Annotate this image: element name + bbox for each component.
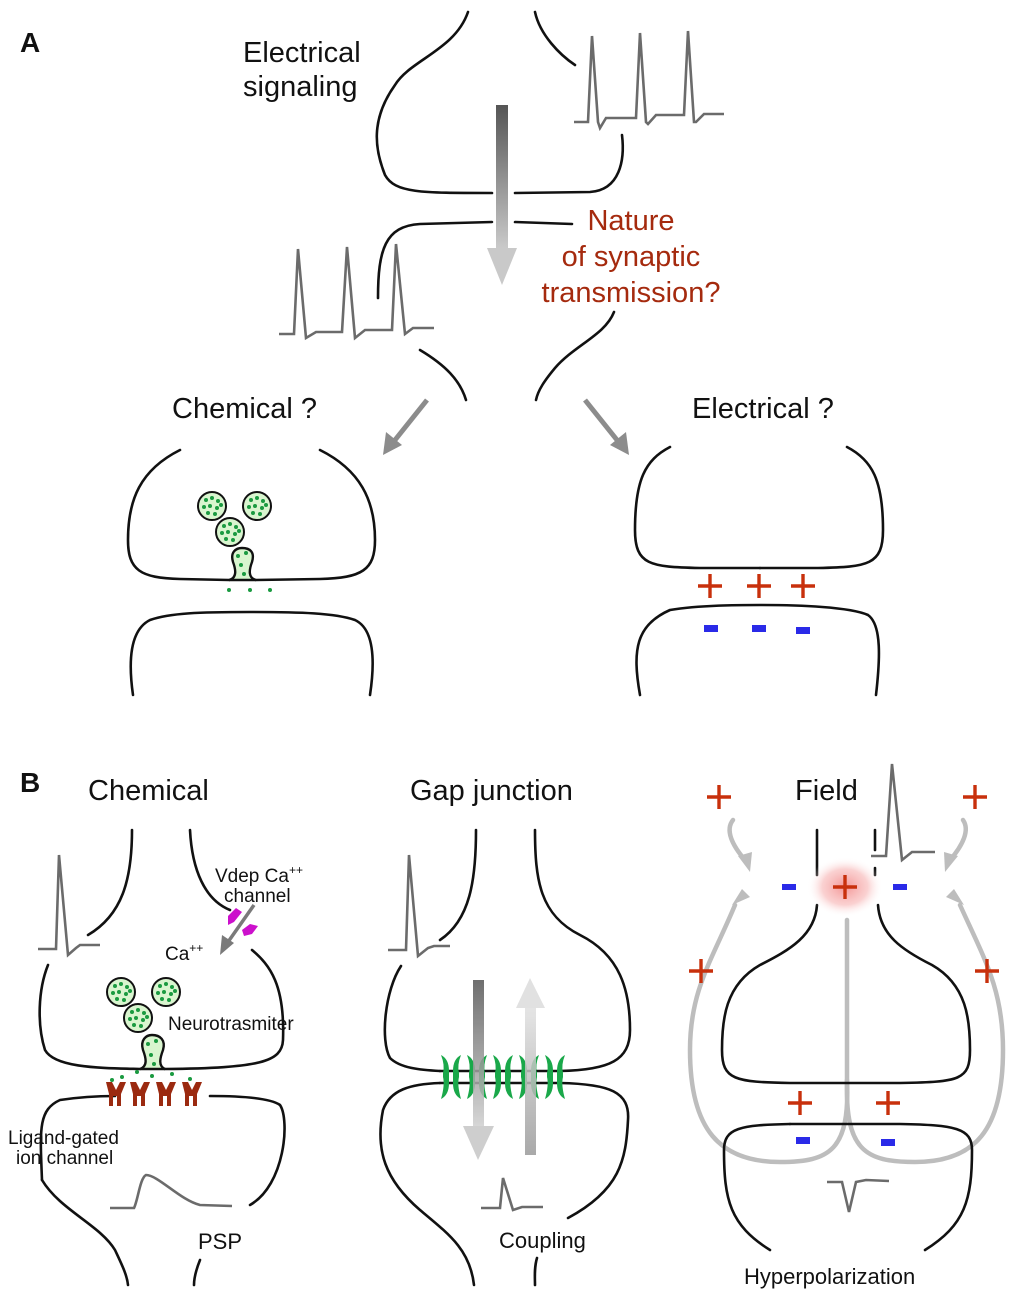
electrical-signaling-line1: Electrical: [243, 37, 361, 69]
action-potential-chemical: [38, 854, 100, 958]
signal-flow-arrow: [487, 105, 517, 285]
field-arrowheads: [732, 852, 964, 905]
question-line1: Nature: [587, 205, 674, 237]
coupling-label: Coupling: [499, 1228, 586, 1253]
electrical-signaling-line2: signaling: [243, 71, 357, 103]
gap-junction-title: Gap junction: [410, 775, 573, 807]
psp-trace: [110, 1173, 233, 1210]
psp-label: PSP: [198, 1229, 242, 1254]
action-potential-field: [871, 763, 935, 863]
vesicle: [106, 977, 136, 1007]
coupling-arrow-up: [516, 978, 545, 1155]
postsynaptic-lower-right: [534, 310, 616, 402]
presynaptic-membrane-right: [533, 10, 577, 67]
field-minus-right: [893, 884, 907, 890]
ligand-gated-label-line1: Ligand-gated: [8, 1128, 119, 1149]
negative-charges: [704, 625, 810, 634]
spike-train-bottom: [279, 243, 434, 341]
arrow-to-chemical: [383, 398, 429, 455]
positive-charges: [698, 574, 815, 598]
chemical-synapse-b: [38, 828, 286, 1287]
vdep-ca-label: Vdep Ca++: [215, 863, 303, 887]
coupling-trace: [481, 1177, 543, 1212]
electrical-synapse-a: [633, 445, 885, 697]
hyperpolarization-trace: [827, 1178, 890, 1213]
question-line2: of synaptic: [562, 241, 701, 273]
presynaptic-membrane-right-lower: [513, 133, 625, 195]
electrical-question-label: Electrical ?: [692, 393, 834, 425]
field-minus-lower-right: [881, 1139, 895, 1146]
gap-junction-synapse: [379, 828, 632, 1287]
chemical-synapse-a: [126, 448, 377, 697]
ligand-gated-channels: [106, 1082, 202, 1106]
field-minus-left: [782, 884, 796, 890]
panel-a-letter: A: [20, 27, 40, 58]
panel-b-letter: B: [20, 767, 40, 798]
ligand-gated-label-line2: ion channel: [16, 1148, 113, 1169]
vesicle: [215, 517, 245, 547]
electrical-signaling-label: Electrical signaling: [243, 37, 361, 103]
arrow-to-electrical: [583, 398, 629, 455]
action-potential-gap: [388, 854, 450, 959]
vesicle: [242, 491, 272, 521]
chemical-question-label: Chemical ?: [172, 393, 317, 425]
vdep-ca-channel-icon: [228, 908, 258, 936]
hyperpolarization-label: Hyperpolarization: [744, 1264, 915, 1289]
presynaptic-membrane-left: [375, 10, 494, 195]
postsynaptic-membrane-left: [376, 220, 494, 300]
vesicle: [151, 977, 181, 1007]
chemical-title: Chemical: [88, 775, 209, 807]
postsynaptic-lower-left: [418, 348, 468, 402]
nature-question: Nature of synaptic transmission?: [542, 205, 721, 309]
spike-train-top: [574, 30, 724, 132]
vesicle: [123, 1003, 153, 1033]
ca-label: Ca++: [165, 941, 203, 965]
question-line3: transmission?: [542, 277, 721, 309]
vesicle: [197, 491, 227, 521]
field-title: Field: [795, 775, 858, 807]
vdep-channel-label: channel: [224, 886, 291, 907]
field-center-plus: [833, 875, 857, 899]
ca-influx-arrow: [220, 903, 256, 955]
neurotransmitter-label: Neurotrasmiter: [168, 1014, 294, 1035]
field-minus-lower-left: [796, 1137, 810, 1144]
field-synapse: [720, 828, 974, 1252]
coupling-arrow-down: [463, 980, 494, 1160]
postsynaptic-membrane-right: [513, 220, 574, 226]
gap-junction-channels: [441, 1055, 565, 1099]
field-plus-charges: [689, 785, 999, 1115]
